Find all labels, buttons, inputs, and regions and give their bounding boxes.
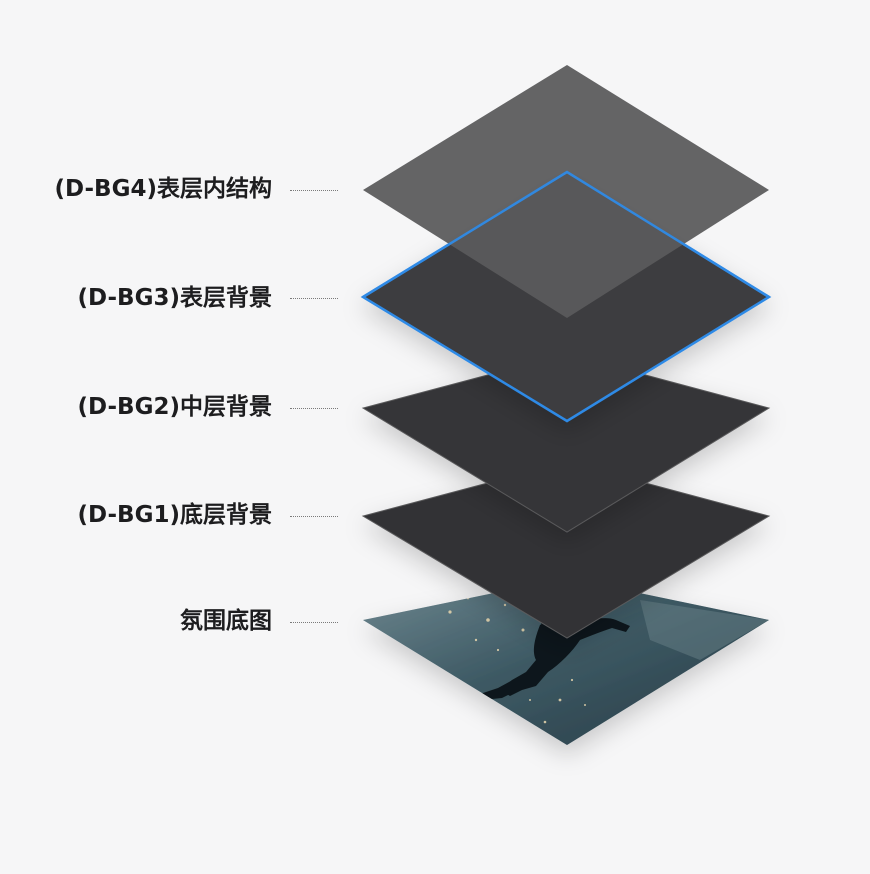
layer-d-bg2 bbox=[361, 353, 771, 533]
label-ambient-image: 氛围底图 bbox=[180, 608, 272, 634]
layer-d-bg2-panel bbox=[361, 353, 771, 533]
label-d-bg1: (D-BG1)底层背景 bbox=[77, 502, 272, 528]
layer-d-bg4-panel bbox=[363, 65, 769, 318]
layer-d-bg1 bbox=[361, 461, 771, 639]
label-d-bg3: (D-BG3)表层背景 bbox=[77, 285, 272, 311]
leader-line-d-bg2 bbox=[290, 408, 338, 409]
label-d-bg2: (D-BG2)中层背景 bbox=[77, 394, 272, 420]
leader-line-d-bg3 bbox=[290, 298, 338, 299]
label-d-bg4: (D-BG4)表层内结构 bbox=[54, 176, 272, 202]
leader-line-d-bg1 bbox=[290, 516, 338, 517]
layer-d-bg1-panel bbox=[361, 461, 771, 639]
leader-line-ambient-image bbox=[290, 622, 338, 623]
layer-d-bg4 bbox=[362, 65, 770, 318]
leader-line-d-bg4 bbox=[290, 190, 338, 191]
